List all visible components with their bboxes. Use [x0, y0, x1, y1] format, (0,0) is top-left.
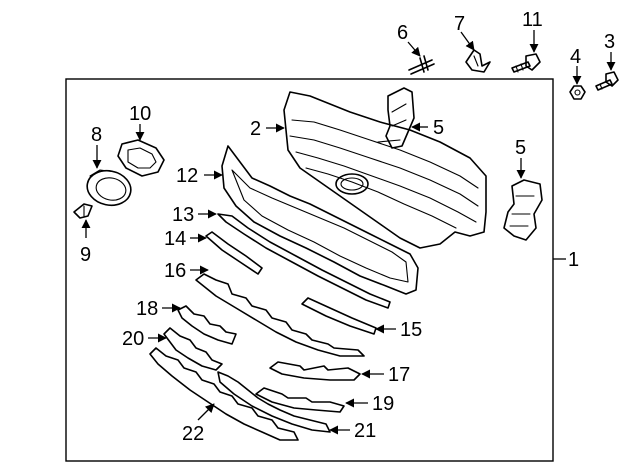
insert-part-20	[163, 327, 223, 371]
leader-22	[197, 403, 215, 421]
insert-part-21	[217, 371, 331, 433]
lower-grille-strip-part-16	[195, 273, 365, 357]
assembly-frame	[65, 78, 554, 462]
callout-5-upper: 5	[433, 117, 444, 139]
insert-part-19	[255, 387, 345, 413]
callout-12: 12	[176, 165, 198, 187]
leader-6	[407, 41, 421, 57]
lower-grille-insert-part-22	[149, 347, 299, 441]
callout-3: 3	[604, 31, 615, 53]
trim-strip-part-13	[217, 213, 391, 309]
fog-lamp-part-8	[86, 169, 132, 207]
callout-22: 22	[182, 423, 204, 445]
callout-9: 9	[80, 244, 91, 266]
callout-5-right: 5	[515, 137, 526, 159]
callout-7: 7	[454, 13, 465, 35]
callout-6: 6	[397, 22, 408, 44]
bracket-part-5-right	[503, 179, 543, 241]
main-grille-part-2	[283, 91, 487, 249]
callout-11: 11	[522, 9, 543, 31]
callout-14: 14	[164, 228, 186, 250]
callout-16: 16	[164, 260, 186, 282]
clip-part-9	[73, 203, 93, 219]
callout-2: 2	[250, 118, 261, 140]
callout-18: 18	[136, 298, 158, 320]
push-pin-part-6	[408, 55, 435, 75]
callout-20: 20	[122, 328, 144, 350]
callout-1: 1	[568, 249, 579, 271]
bolt-part-11	[511, 53, 541, 73]
callout-21: 21	[354, 420, 376, 442]
insert-part-17	[269, 361, 361, 381]
callout-17: 17	[388, 364, 410, 386]
trim-strip-part-14	[205, 231, 263, 275]
grille-surround-part-12	[221, 145, 419, 295]
callout-10: 10	[129, 103, 151, 125]
callout-8: 8	[91, 124, 102, 146]
nut-part-4	[569, 85, 586, 100]
insert-part-18	[177, 305, 237, 345]
clip-part-7	[465, 49, 491, 73]
callout-19: 19	[372, 393, 394, 415]
bracket-part-5-upper	[377, 87, 415, 149]
leader-7	[460, 31, 475, 51]
callout-13: 13	[172, 204, 194, 226]
lamp-bezel-part-10	[117, 139, 165, 177]
screw-part-3	[595, 71, 619, 91]
callout-4: 4	[570, 46, 581, 68]
callout-15: 15	[400, 319, 422, 341]
trim-strip-part-15	[301, 297, 377, 335]
